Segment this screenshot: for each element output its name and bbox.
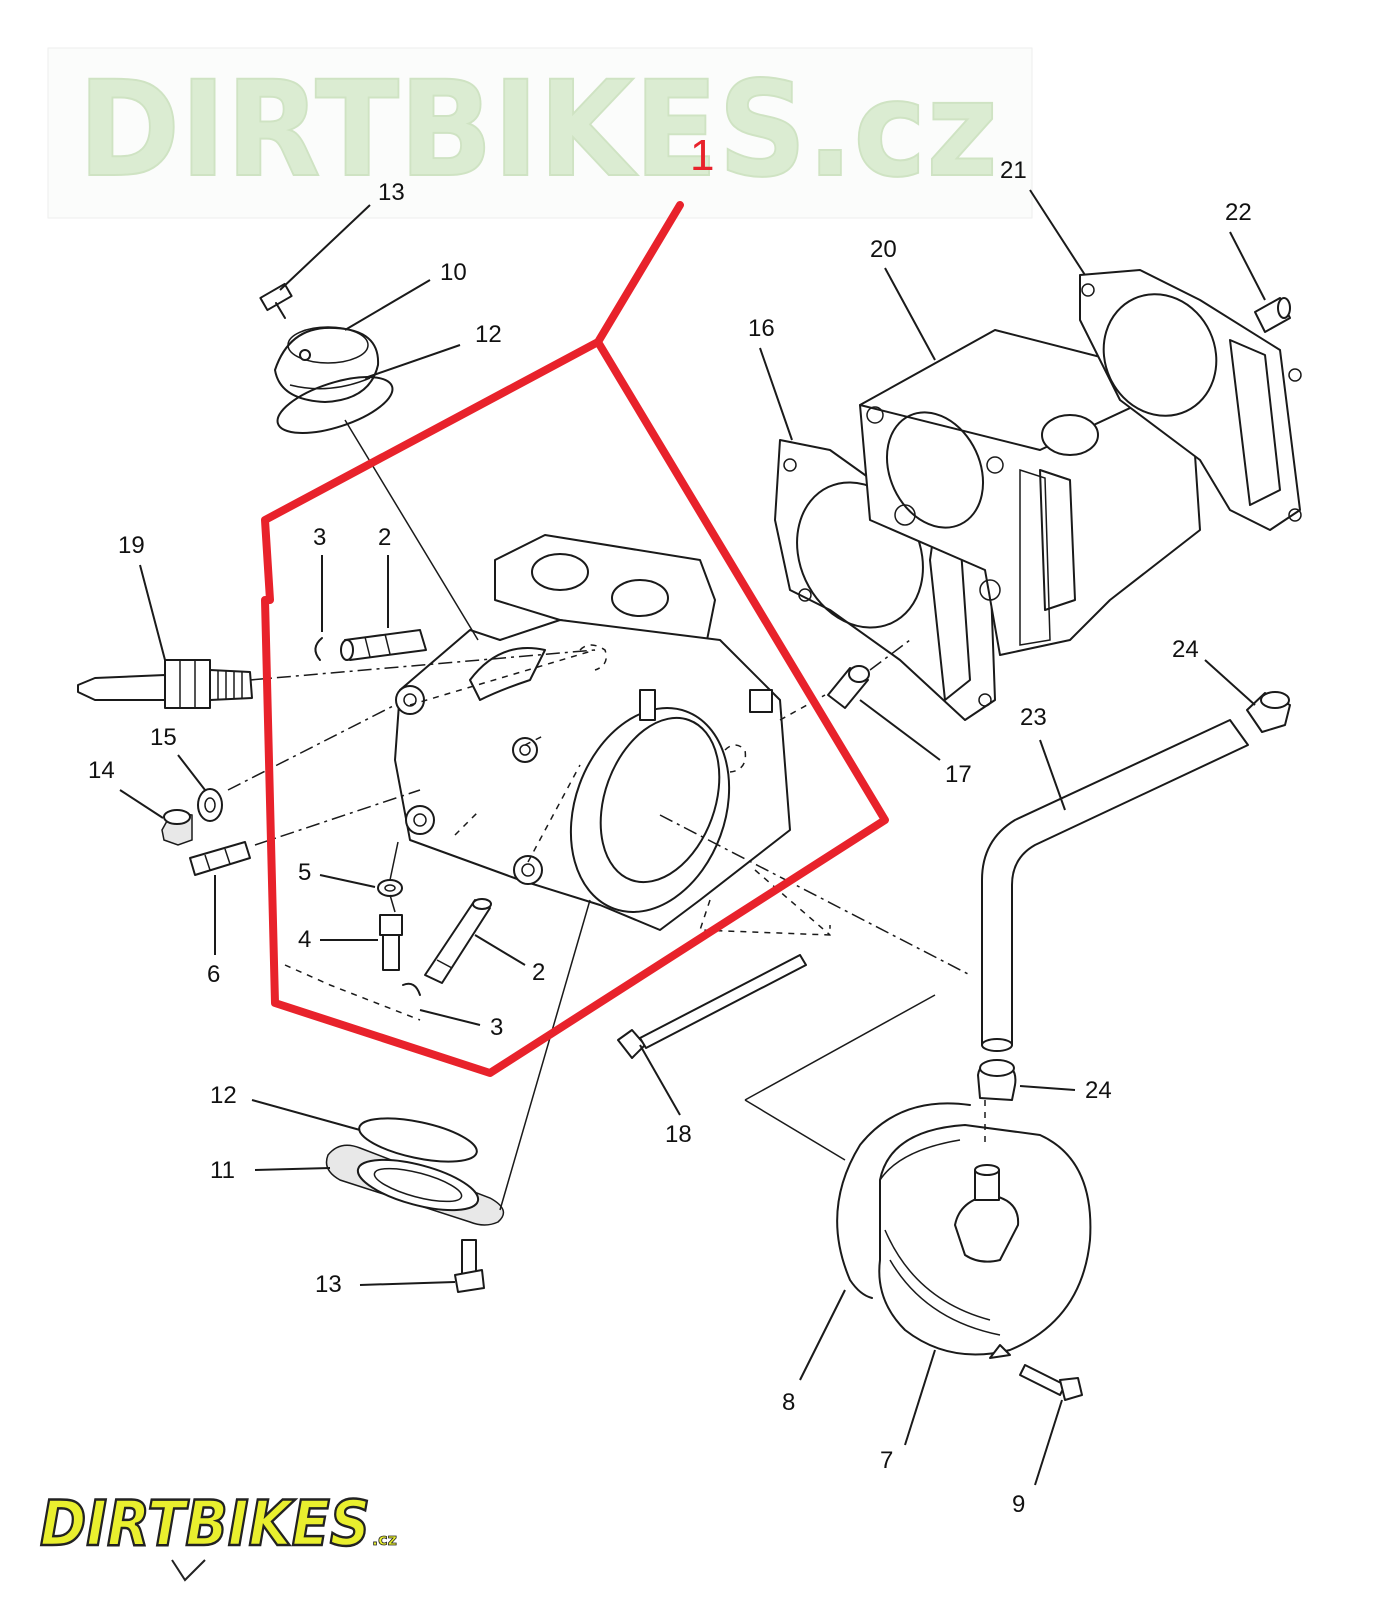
clip-3-bottom [402, 982, 421, 996]
callout-22: 22 [1225, 199, 1252, 226]
callout-4: 4 [298, 926, 311, 953]
callout-5: 5 [298, 859, 311, 886]
logo-bottom-suffix: .cz [372, 1530, 397, 1549]
callout-20: 20 [870, 236, 897, 263]
callout-9: 9 [1012, 1491, 1025, 1518]
bolt-9 [1019, 1364, 1083, 1401]
valve-guide-2-bottom [424, 898, 492, 984]
callout-24-bottom: 24 [1085, 1077, 1112, 1104]
callout-8: 8 [782, 1389, 795, 1416]
callout-3-top: 3 [313, 524, 326, 551]
callout-19: 19 [118, 532, 145, 559]
callout-2-top: 2 [378, 524, 391, 551]
cap-24-lower [977, 1059, 1017, 1101]
cap-11 [325, 1144, 505, 1226]
callout-12-bottom: 12 [210, 1082, 237, 1109]
dowel-17 [827, 665, 870, 709]
callout-24-top: 24 [1172, 636, 1199, 663]
callout-17: 17 [945, 761, 972, 788]
callout-23: 23 [1020, 704, 1047, 731]
logo-bottom-text: DIRTBIKES [40, 1487, 370, 1560]
spark-plug-19 [77, 659, 253, 709]
callout-7: 7 [880, 1447, 893, 1474]
cap-10 [274, 326, 380, 403]
valve-guide-2-top [340, 629, 427, 661]
alignment-lines [227, 419, 986, 1211]
highlight-label: 1 [690, 131, 714, 180]
watermark-top-text: DIRTBIKES.cz [78, 53, 998, 207]
callout-13-bottom: 13 [315, 1271, 342, 1298]
bolt-18 [617, 954, 808, 1059]
washer-15 [197, 788, 223, 822]
leader-lines [119, 189, 1266, 1486]
washer-5 [377, 879, 403, 897]
oring-8 [836, 1102, 971, 1299]
clip-3-top [314, 637, 323, 661]
bolt-13-top [259, 282, 293, 319]
cover-7 [878, 1124, 1092, 1359]
highlight-outline: 1 [261, 131, 889, 1077]
callout-11: 11 [210, 1157, 235, 1184]
cap-24-upper [1246, 691, 1291, 733]
callout-3-bottom: 3 [490, 1014, 503, 1041]
callout-6: 6 [207, 961, 220, 988]
oring-12-top [276, 376, 394, 434]
bolt-13-bottom [454, 1239, 485, 1293]
bolt-4 [379, 914, 403, 971]
callout-labels: 13 10 12 21 22 20 16 19 3 2 15 14 17 24 … [88, 157, 1252, 1518]
callout-10: 10 [440, 259, 467, 286]
watermark-top: DIRTBIKES.cz [47, 47, 1033, 219]
callout-16: 16 [748, 315, 775, 342]
callout-14: 14 [88, 757, 115, 784]
dowel-22 [1254, 297, 1291, 333]
oring-12-bottom [358, 1117, 478, 1163]
callout-2-bottom: 2 [532, 959, 545, 986]
cylinder-20 [859, 329, 1201, 656]
callout-12-top: 12 [475, 321, 502, 348]
nut-14 [161, 809, 193, 846]
stud-6 [189, 841, 251, 876]
logo-bottom: DIRTBIKES .cz [39, 1486, 397, 1582]
callout-15: 15 [150, 724, 177, 751]
callout-13-top: 13 [378, 179, 405, 206]
cylinder-head [394, 534, 791, 931]
hose-23 [981, 719, 1249, 1052]
gasket-21 [1079, 269, 1302, 531]
callout-21: 21 [1000, 157, 1027, 184]
callout-18: 18 [665, 1121, 692, 1148]
